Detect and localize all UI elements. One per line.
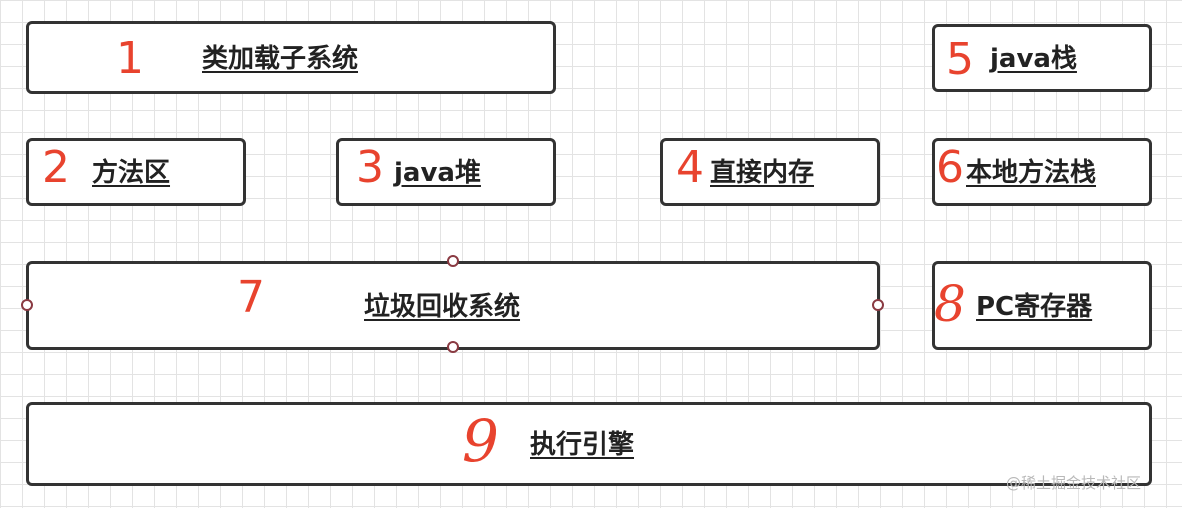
selection-handle-top[interactable] [447, 255, 459, 267]
box-number-8: 8 [934, 275, 966, 333]
java-heap-label: java堆 [394, 158, 481, 188]
native-method-stack-label: 本地方法栈 [966, 158, 1097, 188]
execution-engine-box[interactable] [26, 402, 1152, 486]
box-number-3: 3 [356, 142, 384, 193]
selection-handle-right[interactable] [872, 299, 884, 311]
direct-memory-box[interactable] [660, 138, 880, 206]
pc-register-label: PC寄存器 [976, 292, 1093, 322]
box-number-9: 9 [462, 407, 499, 475]
garbage-collection-system-label: 垃圾回收系统 [364, 292, 521, 322]
box-number-2: 2 [42, 142, 70, 193]
watermark-text: @稀土掘金技术社区 [1006, 474, 1142, 492]
box-number-6: 6 [936, 142, 964, 193]
execution-engine-label: 执行引擎 [530, 430, 635, 460]
box-number-5: 5 [946, 34, 974, 85]
box-number-4: 4 [676, 142, 704, 193]
selection-handle-bottom[interactable] [447, 341, 459, 353]
pc-register-box[interactable] [932, 261, 1152, 350]
box-number-7: 7 [237, 272, 265, 323]
java-stack-label: java栈 [990, 44, 1077, 74]
method-area-label: 方法区 [92, 158, 171, 188]
selection-handle-left[interactable] [21, 299, 33, 311]
method-area-box[interactable] [26, 138, 246, 206]
java-stack-box[interactable] [932, 24, 1152, 92]
class-loader-subsystem-label: 类加载子系统 [202, 44, 359, 74]
box-number-1: 1 [116, 33, 144, 84]
direct-memory-label: 直接内存 [710, 158, 815, 188]
native-method-stack-box[interactable] [932, 138, 1152, 206]
class-loader-subsystem-box[interactable] [26, 21, 556, 94]
java-heap-box[interactable] [336, 138, 556, 206]
